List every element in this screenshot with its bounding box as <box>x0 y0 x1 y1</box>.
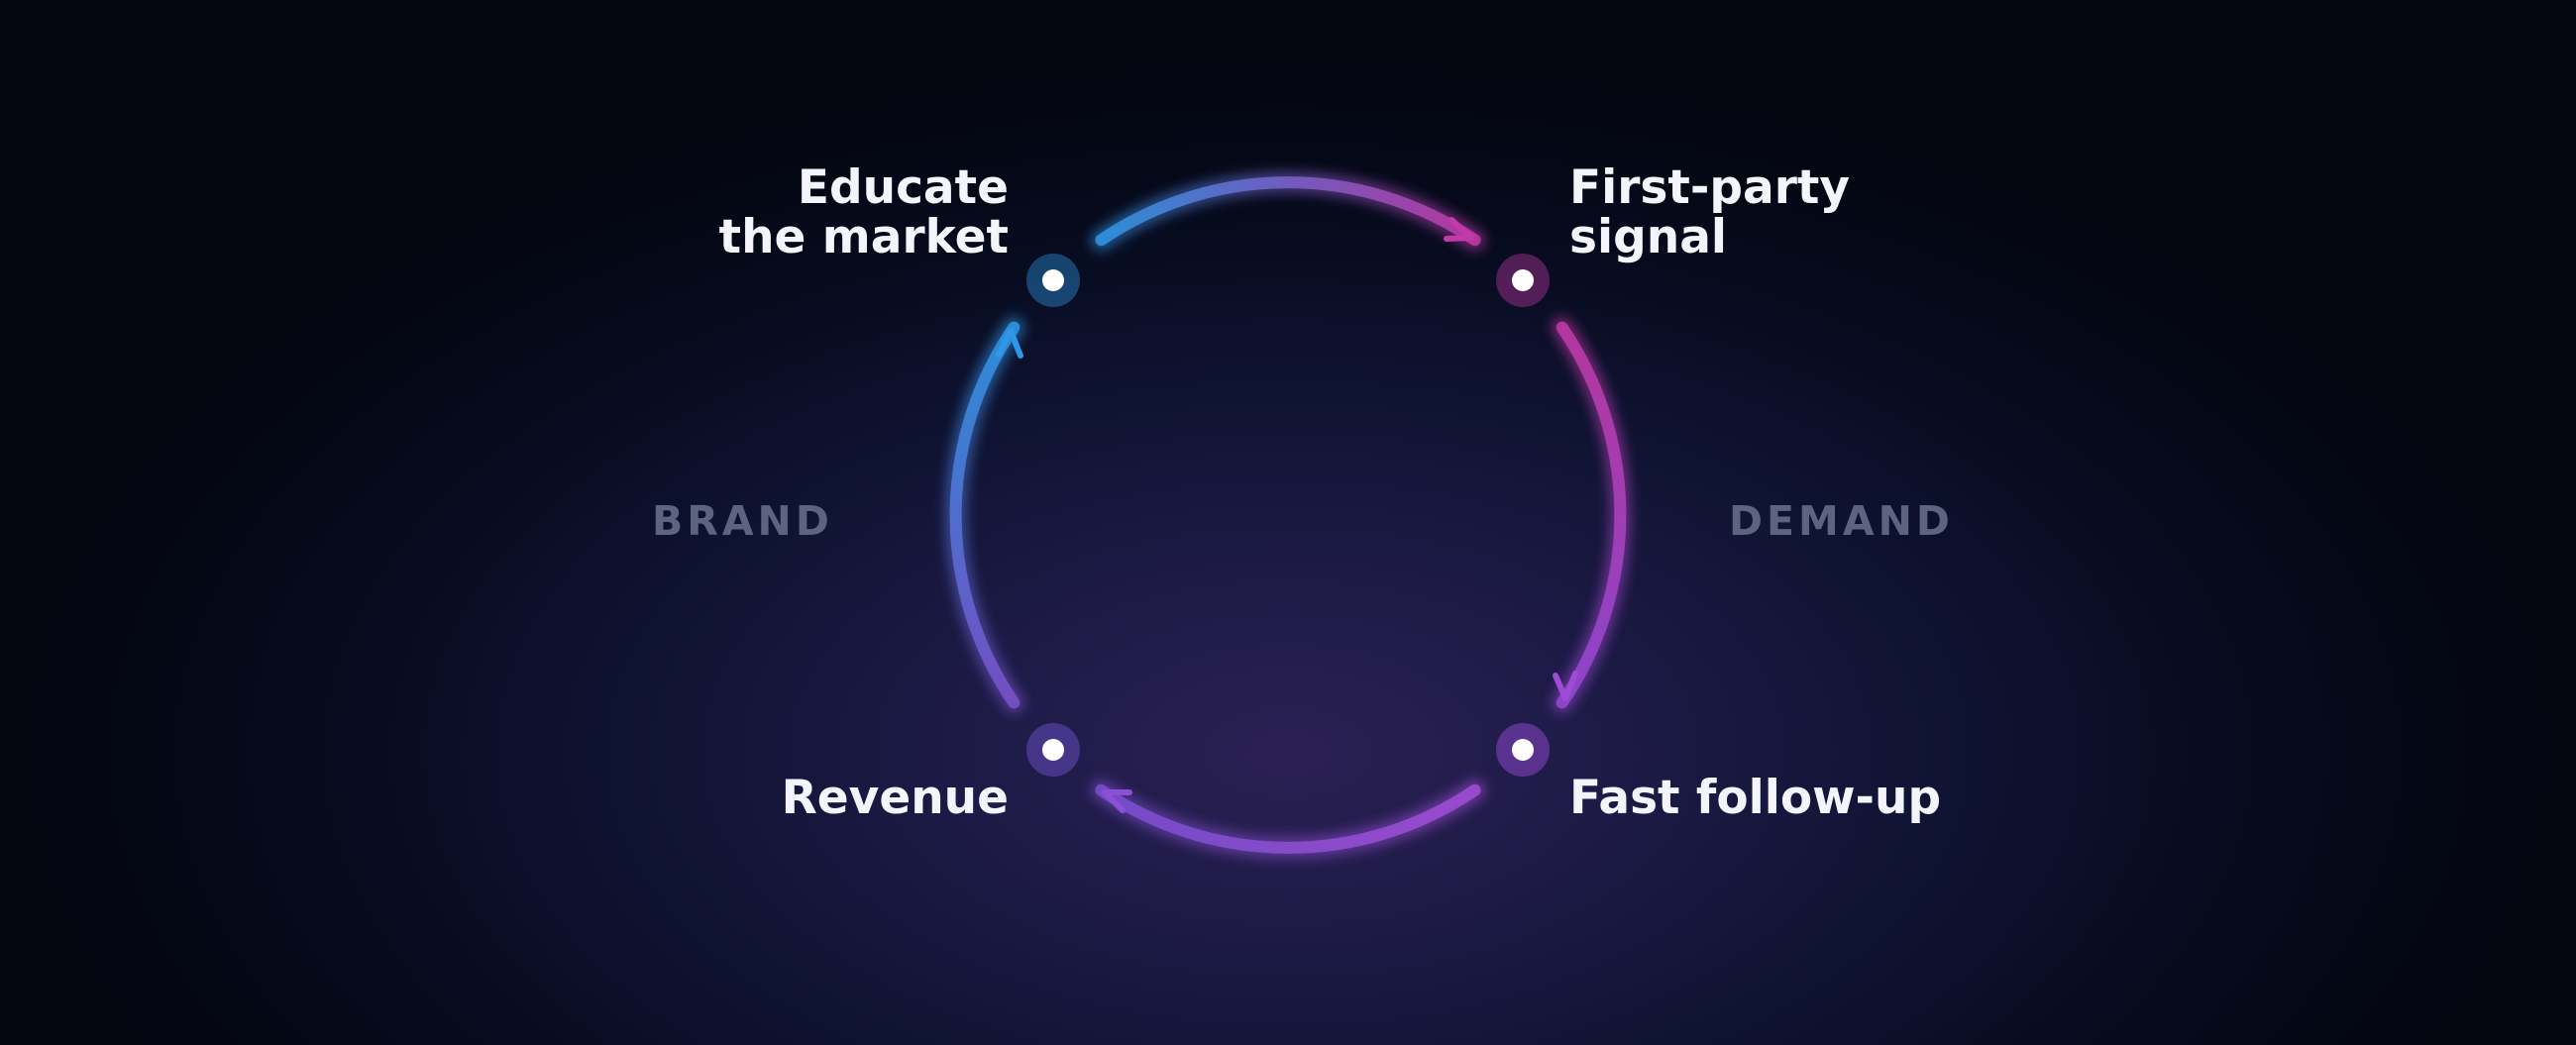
node-label-educate: Educate the market <box>719 163 1009 262</box>
node-label-line: Revenue <box>781 771 1009 825</box>
node-first-party-marker <box>1496 254 1550 307</box>
arrowhead-bottom-icon <box>1102 789 1132 813</box>
arc-layer <box>949 176 1627 854</box>
arrowhead-top-icon <box>1444 217 1474 242</box>
arc-top <box>1095 176 1481 247</box>
arrowhead-left-icon <box>996 328 1023 359</box>
arrowhead-right-icon <box>1553 671 1578 701</box>
node-label-line: the market <box>718 210 1009 264</box>
arrowhead-layer <box>996 217 1578 813</box>
node-label-revenue: Revenue <box>782 774 1009 823</box>
node-label-first-party: First-party signal <box>1569 163 1850 262</box>
node-educate-marker <box>1026 254 1080 307</box>
node-label-line: Educate <box>797 160 1009 215</box>
side-label-demand: DEMAND <box>1729 497 1954 545</box>
node-label-line: signal <box>1569 210 1728 264</box>
arc-right <box>1556 321 1627 709</box>
side-label-brand: BRAND <box>652 497 833 545</box>
arc-bottom <box>1095 784 1481 854</box>
node-fast-follow-up-marker <box>1496 723 1550 777</box>
node-revenue-marker <box>1026 723 1080 777</box>
arc-left <box>949 321 1020 709</box>
node-label-fast-follow-up: Fast follow-up <box>1569 774 1941 823</box>
node-label-line: First-party <box>1569 160 1850 215</box>
node-label-line: Fast follow-up <box>1569 771 1942 825</box>
